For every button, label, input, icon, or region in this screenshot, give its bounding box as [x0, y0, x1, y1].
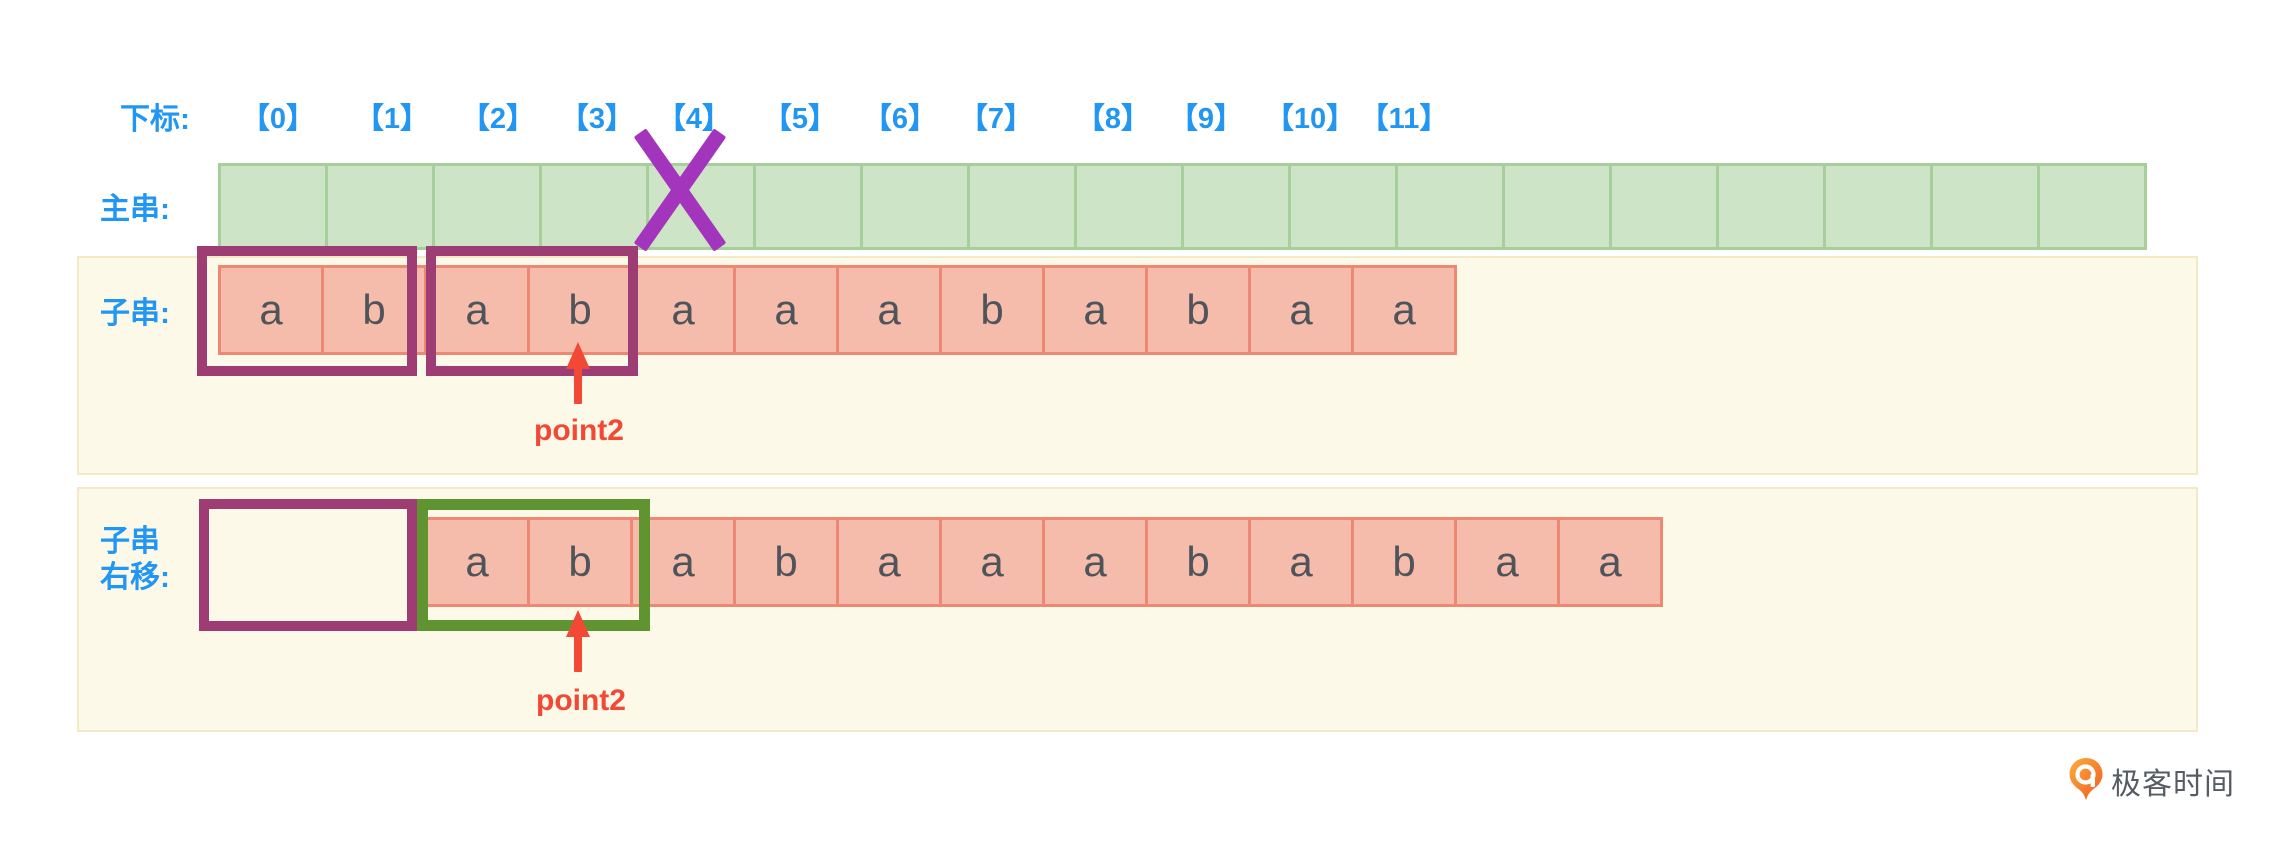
substring-cell: a [733, 265, 839, 355]
main-string-cell [1395, 163, 1505, 250]
index-tick-1: 【1】 [354, 103, 430, 135]
shifted-substring-cell: a [1042, 517, 1148, 607]
substring-cell: b [939, 265, 1045, 355]
shifted-substring-cell: a [1557, 517, 1663, 607]
substring-cell: b [1145, 265, 1251, 355]
main-string-cell [325, 163, 435, 250]
substring-cell: a [836, 265, 942, 355]
shifted-substring-cell: b [1351, 517, 1457, 607]
main-string-cell [753, 163, 863, 250]
main-string-row [218, 163, 2147, 250]
main-string-cell [1288, 163, 1398, 250]
index-tick-0: 【0】 [240, 103, 316, 135]
point2-label: point2 [536, 684, 626, 717]
index-tick-7: 【7】 [958, 103, 1034, 135]
substring-label: 子串: [100, 297, 170, 330]
index-tick-2: 【2】 [460, 103, 536, 135]
main-string-cell [1502, 163, 1612, 250]
substring-cell: a [1042, 265, 1148, 355]
index-tick-9: 【9】 [1168, 103, 1244, 135]
main-string-cell [432, 163, 542, 250]
shifted-substring-cell: b [733, 517, 839, 607]
index-tick-5: 【5】 [762, 103, 838, 135]
index-tick-6: 【6】 [862, 103, 938, 135]
point2-arrow-icon [554, 610, 602, 672]
main-string-cell [218, 163, 328, 250]
main-string-cell [1181, 163, 1291, 250]
shifted-substring-cell: a [1248, 517, 1354, 607]
shifted-substring-cell: b [1145, 517, 1251, 607]
main-string-cell [1930, 163, 2040, 250]
matched-segment-box [426, 246, 638, 376]
main-string-cell [1823, 163, 1933, 250]
shifted-substring-cell: a [939, 517, 1045, 607]
point2-label: point2 [534, 414, 624, 447]
main-string-label: 主串: [100, 193, 170, 226]
index-row-label: 下标: [120, 103, 190, 136]
substring-cell: a [1248, 265, 1354, 355]
index-tick-4: 【4】 [656, 103, 732, 135]
shifted-substring-cell: b [527, 517, 633, 607]
geektime-logo-text: 极客时间 [2111, 768, 2235, 801]
substring-cell: a [218, 265, 324, 355]
main-string-cell [1609, 163, 1719, 250]
index-tick-8: 【8】 [1075, 103, 1151, 135]
index-tick-11: 【11】 [1359, 103, 1449, 135]
substring-cell: a [630, 265, 736, 355]
point2-arrow-icon [554, 342, 602, 404]
index-tick-3: 【3】 [559, 103, 635, 135]
geektime-logo-icon [2069, 758, 2103, 801]
geektime-logo: 极客时间 [2068, 757, 2235, 805]
main-string-cell [860, 163, 970, 250]
shifted-substring-label: 子串 右移: [100, 525, 170, 594]
vacated-cells-box [199, 499, 417, 631]
index-tick-10: 【10】 [1264, 103, 1356, 135]
main-string-cell [2037, 163, 2147, 250]
main-string-cell [539, 163, 649, 250]
main-string-cell [1074, 163, 1184, 250]
main-string-cell [967, 163, 1077, 250]
shifted-match-box [417, 499, 650, 631]
main-string-cell [1716, 163, 1826, 250]
shifted-substring-cell: a [1454, 517, 1560, 607]
shifted-substring-row: a b a b a a a b a b a a [424, 517, 1663, 607]
mismatch-cross-icon [633, 128, 727, 252]
substring-cell: a [1351, 265, 1457, 355]
shifted-substring-cell: a [836, 517, 942, 607]
substring-cell: a [424, 265, 530, 355]
matched-prefix-box [197, 246, 417, 376]
